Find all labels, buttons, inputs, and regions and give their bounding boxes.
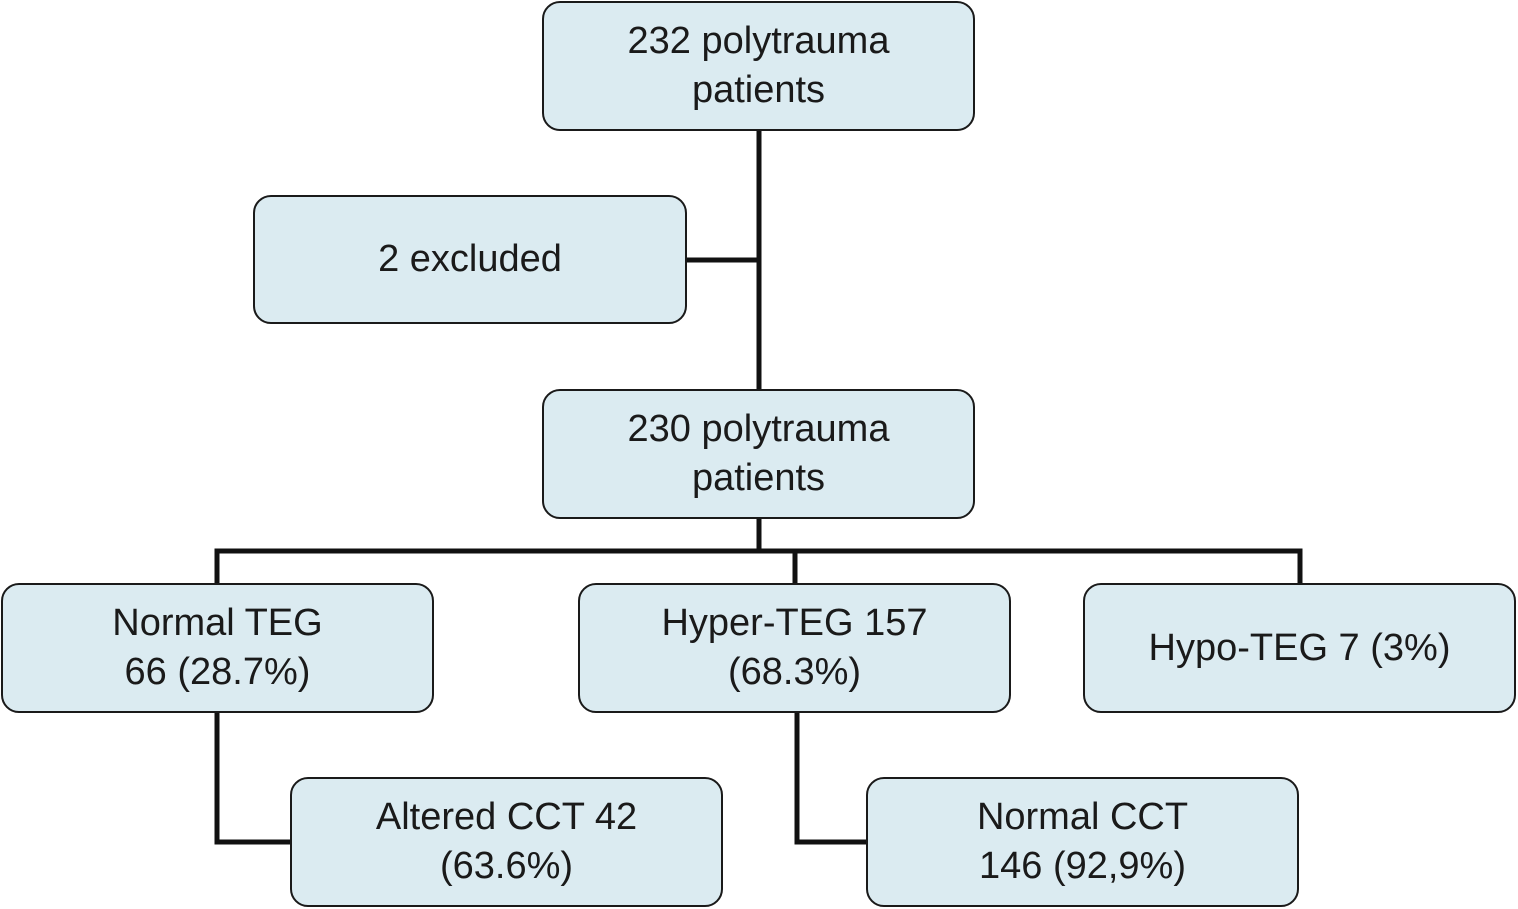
total-patients-line2: patients (691, 69, 826, 111)
altered-cct-line2: (63.6%) (439, 845, 574, 887)
hyper-teg-box: Hyper-TEG 157 (68.3%) (578, 583, 1011, 713)
total-patients-box: 232 polytrauma patients (542, 1, 975, 131)
altered-cct-line1: Altered CCT 42 (375, 796, 638, 838)
normal-teg-line1: Normal TEG (112, 602, 323, 644)
excluded-box: 2 excluded (253, 195, 687, 324)
hyper-teg-line1: Hyper-TEG 157 (661, 602, 928, 644)
connector-hyper-teg-to-normal-cct (794, 710, 869, 845)
normal-teg-box: Normal TEG 66 (28.7%) (1, 583, 434, 713)
normal-cct-box: Normal CCT 146 (92,9%) (866, 777, 1299, 907)
normal-cct-line2: 146 (92,9%) (978, 845, 1186, 887)
altered-cct-box: Altered CCT 42 (63.6%) (290, 777, 723, 907)
connector-normal-teg-to-altered-cct (214, 710, 293, 845)
normal-cct-line1: Normal CCT (976, 796, 1189, 838)
normal-teg-line2: 66 (28.7%) (124, 651, 311, 693)
hypo-teg-label: Hypo-TEG 7 (3%) (1148, 626, 1451, 669)
included-patients-line2: patients (691, 457, 826, 499)
excluded-label: 2 excluded (378, 238, 562, 280)
included-patients-box: 230 polytrauma patients (542, 389, 975, 519)
included-patients-line1: 230 polytrauma (627, 408, 890, 450)
hyper-teg-line2: (68.3%) (727, 651, 862, 693)
total-patients-line1: 232 polytrauma (627, 20, 890, 62)
hypo-teg-box: Hypo-TEG 7 (3%) (1083, 583, 1516, 713)
